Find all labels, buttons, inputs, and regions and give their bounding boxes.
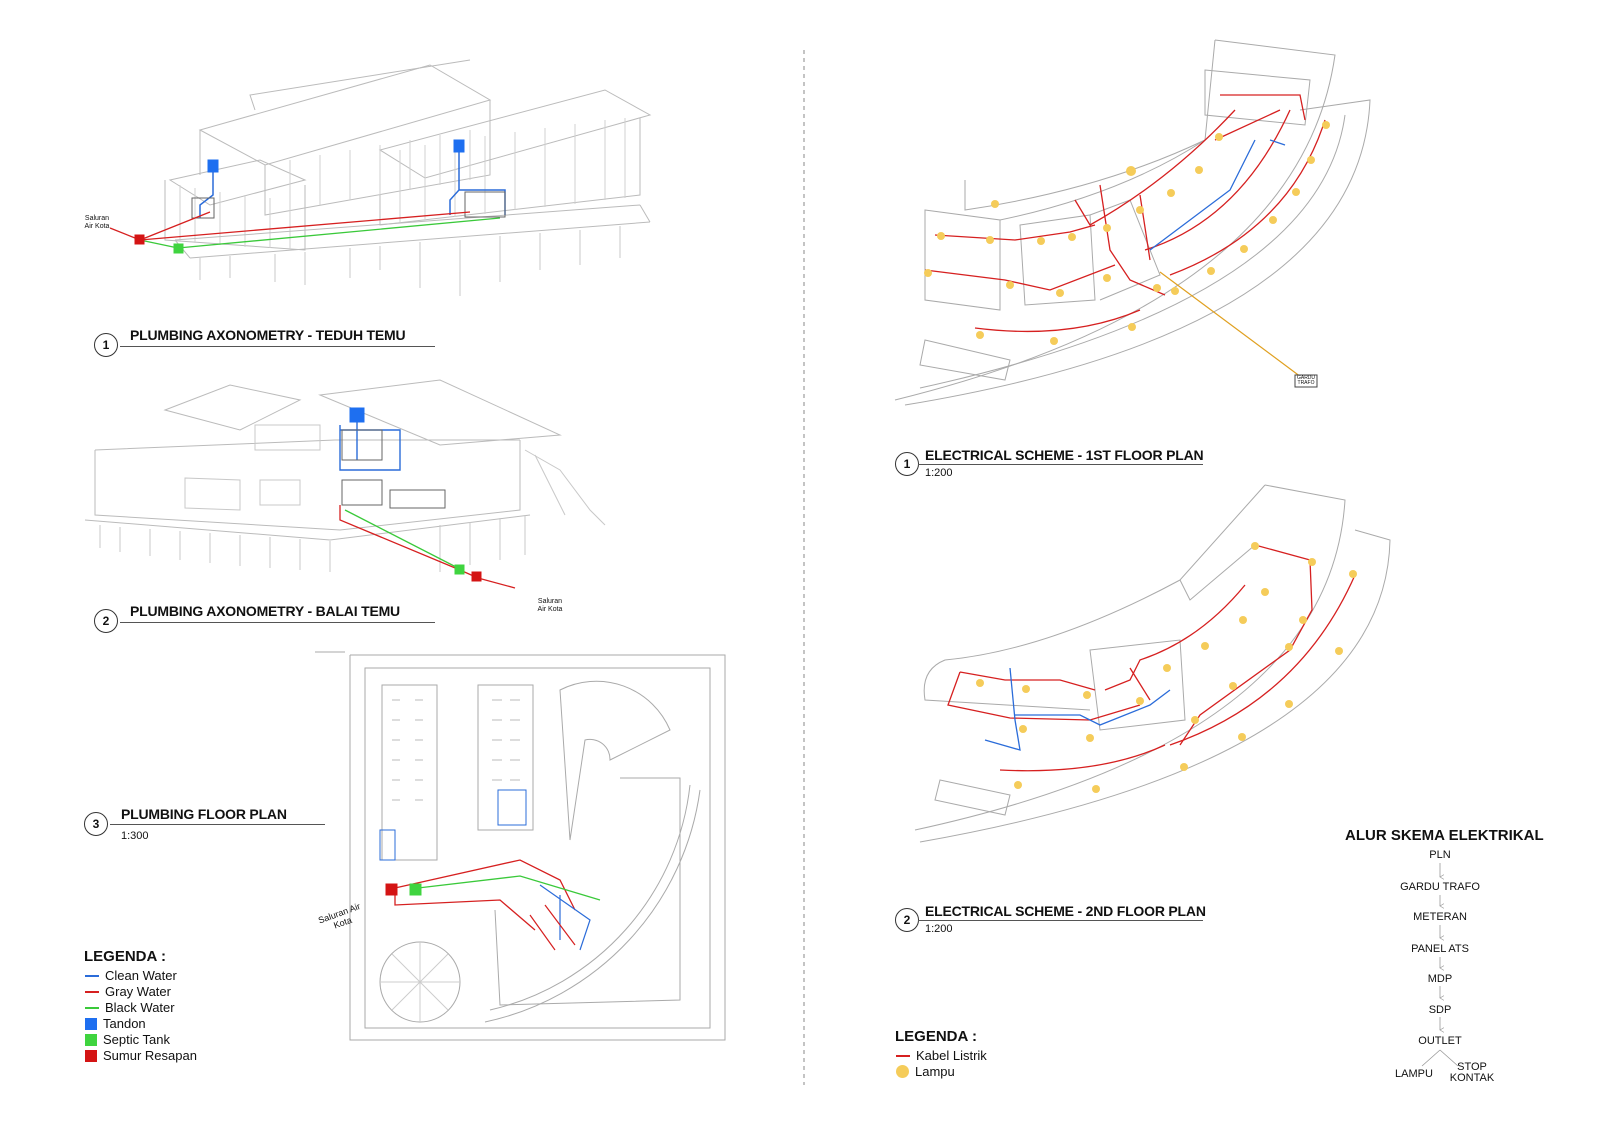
plan1-number: 1 <box>895 452 919 476</box>
legend-label: Tandon <box>103 1016 146 1031</box>
legend-label: Gray Water <box>105 984 171 999</box>
legend-swatch-line <box>85 974 99 977</box>
legend-label: Clean Water <box>105 968 177 983</box>
legend-label: Black Water <box>105 1000 175 1015</box>
plumbing-legend-heading: LEGENDA : <box>84 948 166 965</box>
flow-step-gardu-trafo: GARDU TRAFO <box>1400 881 1480 893</box>
axo2-underline <box>120 622 435 623</box>
axo1-saluran-label: Saluran Air Kota <box>84 215 110 230</box>
flow-step-panel-ats: PANEL ATS <box>1411 943 1469 955</box>
axonometry-teduh-temu <box>109 59 652 296</box>
legend-lampu: Lampu <box>896 1064 955 1079</box>
flow-arrows <box>1421 863 1459 1067</box>
legend-label: Sumur Resapan <box>103 1048 197 1063</box>
axo1-title: PLUMBING AXONOMETRY - TEDUH TEMU <box>130 327 406 343</box>
legend-septic-tank: Septic Tank <box>85 1032 170 1047</box>
legend-label: Kabel Listrik <box>916 1048 987 1063</box>
axonometry-balai-temu <box>84 379 606 589</box>
legend-label: Septic Tank <box>103 1032 170 1047</box>
legend-swatch-line <box>896 1054 910 1057</box>
electrical-plan-1st-floor <box>894 39 1371 406</box>
floorplan-underline <box>110 824 325 825</box>
flow-step-sdp: SDP <box>1428 1004 1452 1016</box>
legend-clean-water: Clean Water <box>85 968 177 983</box>
plan2-title: ELECTRICAL SCHEME - 2ND FLOOR PLAN <box>925 903 1206 919</box>
legend-label: Lampu <box>915 1064 955 1079</box>
flow-branch-lampu: LAMPU <box>1395 1068 1433 1080</box>
axo2-number: 2 <box>94 609 118 633</box>
legend-swatch-line <box>85 1006 99 1009</box>
legend-sumur-resapan: Sumur Resapan <box>85 1048 197 1063</box>
floorplan-number: 3 <box>84 812 108 836</box>
flow-step-meteran: METERAN <box>1413 911 1467 923</box>
plan1-underline <box>918 464 1203 465</box>
gardu-trafo-label: GARDU TRAFO <box>1296 375 1316 386</box>
legend-tandon: Tandon <box>85 1016 146 1031</box>
flow-heading: ALUR SKEMA ELEKTRIKAL <box>1345 827 1544 844</box>
lampu-points-plan-2 <box>976 542 1357 793</box>
legend-swatch-square <box>85 1049 97 1062</box>
electrical-plan-2nd-floor <box>914 484 1391 843</box>
legend-swatch-dot <box>896 1065 909 1078</box>
axo2-title: PLUMBING AXONOMETRY - BALAI TEMU <box>130 603 400 619</box>
flow-step-outlet: OUTLET <box>1418 1035 1462 1047</box>
legend-black-water: Black Water <box>85 1000 175 1015</box>
flow-step-pln: PLN <box>1429 849 1451 861</box>
legend-swatch-square <box>85 1033 97 1046</box>
legend-swatch-line <box>85 990 99 993</box>
floorplan-scale: 1:300 <box>121 830 149 842</box>
flow-branch-stop-kontak: STOP KONTAK <box>1449 1061 1495 1084</box>
legend-kabel-listrik: Kabel Listrik <box>896 1048 987 1063</box>
plan1-scale: 1:200 <box>925 467 953 479</box>
axo2-saluran-label: Saluran Air Kota <box>537 598 563 613</box>
legend-swatch-square <box>85 1017 97 1030</box>
axo1-underline <box>120 346 435 347</box>
plan2-scale: 1:200 <box>925 923 953 935</box>
electrical-legend-heading: LEGENDA : <box>895 1028 977 1045</box>
plan2-underline <box>918 920 1203 921</box>
lampu-points-plan-1 <box>924 121 1330 345</box>
flow-step-mdp: MDP <box>1427 973 1453 985</box>
floorplan-title: PLUMBING FLOOR PLAN <box>121 806 287 822</box>
axo1-number: 1 <box>94 333 118 357</box>
plan1-title: ELECTRICAL SCHEME - 1ST FLOOR PLAN <box>925 447 1204 463</box>
plan2-number: 2 <box>895 908 919 932</box>
plumbing-floor-plan <box>315 651 726 1041</box>
legend-gray-water: Gray Water <box>85 984 171 999</box>
